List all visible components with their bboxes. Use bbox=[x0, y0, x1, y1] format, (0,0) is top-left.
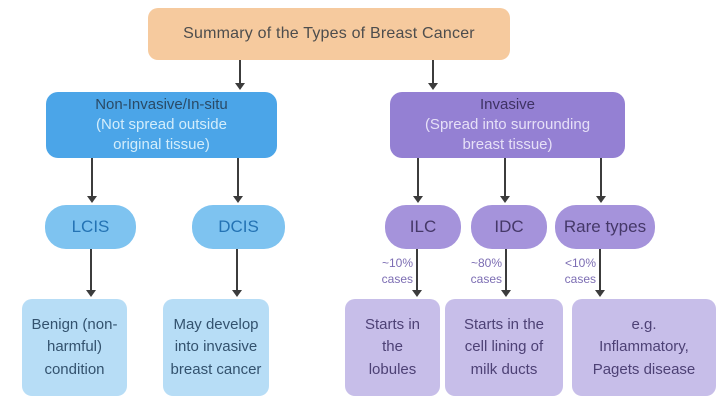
idc-cases-label: ~80% cases bbox=[470, 256, 502, 286]
connector-arrow bbox=[428, 60, 438, 90]
non-invasive-node: Non-Invasive/In-situ (Not spread outside… bbox=[46, 92, 277, 158]
ilc-cases-label: ~10% cases bbox=[381, 256, 413, 286]
root-node-title: Summary of the Types of Breast Cancer bbox=[148, 8, 510, 60]
rare-types-node: Rare types bbox=[555, 205, 655, 249]
idc-node: IDC bbox=[471, 205, 547, 249]
ilc-outcome-node: Starts in the lobules bbox=[345, 299, 440, 396]
non-invasive-title: Non-Invasive/In-situ bbox=[95, 95, 228, 113]
connector-arrow bbox=[235, 60, 245, 90]
lcis-outcome-node: Benign (non- harmful) condition bbox=[22, 299, 127, 396]
connector-arrow bbox=[87, 158, 97, 203]
rare-types-cases-label: <10% cases bbox=[564, 256, 596, 286]
connector-arrow bbox=[233, 158, 243, 203]
lcis-node: LCIS bbox=[45, 205, 136, 249]
connector-arrow bbox=[596, 158, 606, 203]
dcis-node: DCIS bbox=[192, 205, 285, 249]
idc-outcome-node: Starts in the cell lining of milk ducts bbox=[445, 299, 563, 396]
dcis-outcome-node: May develop into invasive breast cancer bbox=[163, 299, 269, 396]
invasive-title: Invasive bbox=[479, 95, 536, 113]
connector-arrow bbox=[86, 249, 96, 297]
ilc-node: ILC bbox=[385, 205, 461, 249]
connector-arrow bbox=[232, 249, 242, 297]
connector-arrow bbox=[500, 158, 510, 203]
connector-arrow bbox=[501, 249, 511, 297]
connector-arrow bbox=[413, 158, 423, 203]
rare-types-outcome-node: e.g. Inflammatory, Pagets disease bbox=[572, 299, 716, 396]
connector-arrow bbox=[412, 249, 422, 297]
connector-arrow bbox=[595, 249, 605, 297]
invasive-subtitle: (Spread into surrounding breast tissue) bbox=[424, 115, 591, 154]
invasive-node: Invasive (Spread into surrounding breast… bbox=[390, 92, 625, 158]
non-invasive-subtitle: (Not spread outside original tissue) bbox=[96, 115, 227, 154]
